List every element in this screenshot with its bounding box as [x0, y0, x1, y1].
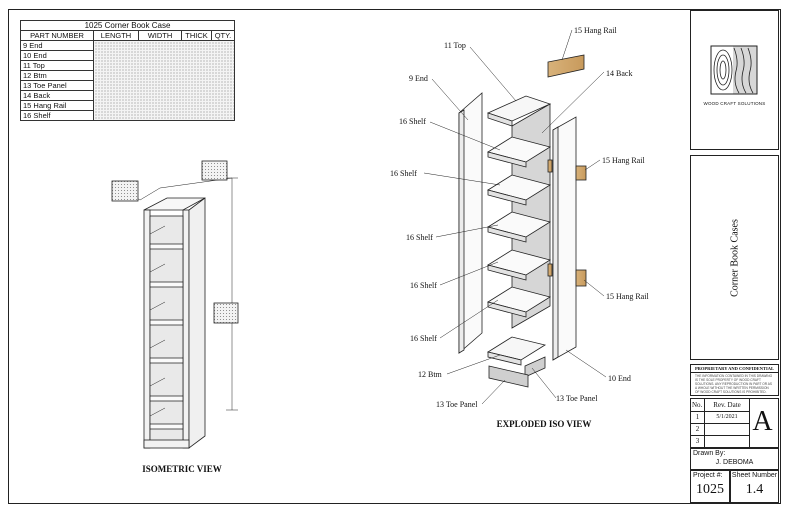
dimension-box-width [201, 160, 228, 181]
sheet-label: Sheet Number [731, 472, 778, 479]
callout-end-10: 10 End [608, 374, 631, 383]
revision-block: No. Rev. Date 1 5/1/2021 2 3 A [690, 398, 779, 448]
project-box: Project #: 1025 [690, 470, 730, 503]
revision-table: No. Rev. Date 1 5/1/2021 2 3 [691, 399, 750, 447]
callout-hang-rail-2: 15 Hang Rail [602, 156, 645, 165]
company-name: WOOD CRAFT SOLUTIONS [703, 101, 766, 106]
sheet-number: 1.4 [745, 482, 764, 497]
title-block: WOOD CRAFT SOLUTIONS Corner Book Cases P… [688, 10, 780, 503]
drawing-area: ISOMETRIC VIEW [111, 26, 649, 474]
hang-rail-15-top [547, 54, 585, 78]
rev-no: 3 [691, 435, 705, 447]
dimension-box-depth [111, 180, 139, 202]
drawn-by-name: J. DEBOMA [715, 459, 754, 466]
callout-end-9: 9 End [409, 74, 428, 83]
callout-shelf-3: 16 Shelf [406, 233, 433, 242]
proprietary-box: PROPRIETARY AND CONFIDENTIAL THE INFORMA… [690, 364, 779, 396]
callout-toe-panel-1: 13 Toe Panel [436, 400, 478, 409]
rev-header-date: Rev. Date [704, 399, 750, 412]
callout-shelf-5: 16 Shelf [410, 334, 437, 343]
cut-list-table: 1025 Corner Book Case PART NUMBER LENGTH… [20, 20, 235, 121]
part-row: 16 Shelf [20, 110, 94, 121]
callout-hang-rail-1: 15 Hang Rail [574, 26, 617, 35]
hatched-value-area [93, 40, 235, 121]
dimension-box-height [213, 302, 239, 324]
leader-lines [423, 29, 607, 405]
toe-panel-13-front [488, 365, 529, 388]
drawing-sheet-border [8, 9, 781, 504]
callout-shelf-2: 16 Shelf [390, 169, 417, 178]
rev-date: 5/1/2021 [704, 411, 750, 424]
rev-no: 2 [691, 423, 705, 436]
project-number: 1025 [696, 482, 724, 497]
callout-hang-rail-3: 15 Hang Rail [606, 292, 649, 301]
hang-rail-15-low [575, 269, 587, 287]
rev-no: 1 [691, 411, 705, 424]
revision-letter: A [752, 406, 773, 437]
logo-box: WOOD CRAFT SOLUTIONS [690, 10, 779, 150]
callout-shelf-1: 16 Shelf [399, 117, 426, 126]
drawing-title-box: Corner Book Cases [690, 155, 779, 360]
hang-rail-15-mid [575, 165, 587, 181]
drawing-title: Corner Book Cases [729, 219, 741, 297]
drawn-by-box: Drawn By: J. DEBOMA [690, 448, 779, 470]
callout-top-11: 11 Top [444, 41, 466, 50]
rev-date [704, 423, 750, 436]
shelves-16 [487, 136, 551, 318]
exploded-view-label: EXPLODED ISO VIEW [497, 419, 592, 429]
callout-toe-panel-2: 13 Toe Panel [556, 394, 598, 403]
wood-logo-icon [710, 45, 758, 95]
iso-right-side [188, 197, 206, 449]
exploded-assembly [458, 54, 587, 388]
isometric-view-label: ISOMETRIC VIEW [142, 464, 222, 474]
rev-date [704, 435, 750, 447]
proprietary-text: THE INFORMATION CONTAINED IN THIS DRAWIN… [695, 374, 773, 394]
isometric-bookcase [111, 160, 239, 449]
rev-header-no: No. [691, 399, 705, 412]
sheet-box: Sheet Number 1.4 [730, 470, 779, 503]
project-label: Project #: [693, 472, 723, 479]
callout-btm-12: 12 Btm [418, 370, 443, 379]
callout-shelf-4: 16 Shelf [410, 281, 437, 290]
proprietary-heading: PROPRIETARY AND CONFIDENTIAL [691, 365, 778, 373]
drawn-by-label: Drawn By: [693, 450, 726, 457]
toe-panel-13-back [524, 356, 546, 378]
callout-back-14: 14 Back [606, 69, 632, 78]
